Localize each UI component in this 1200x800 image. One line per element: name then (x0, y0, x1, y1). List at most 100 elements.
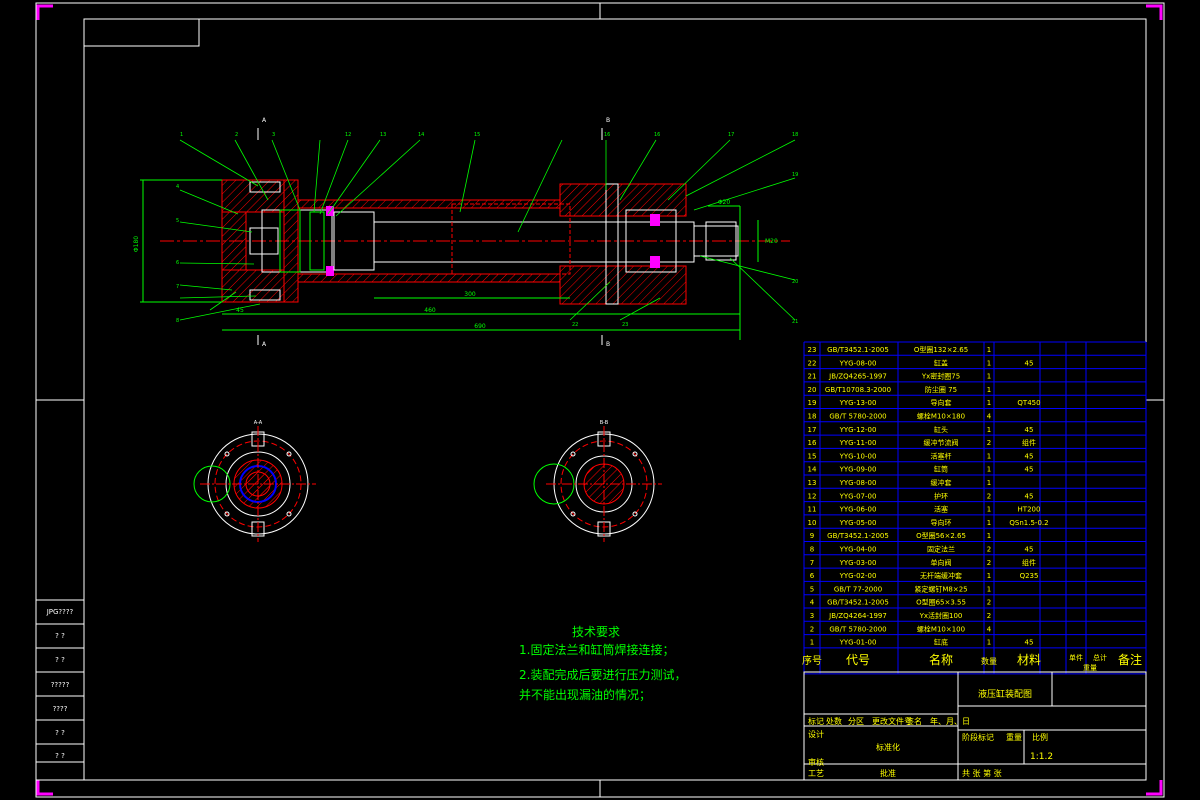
callout: 2 (235, 132, 238, 138)
bom-cell-code: YYG-11-00 (839, 439, 877, 447)
bom-cell-code: JB/ZQ4264-1997 (828, 612, 887, 620)
bom-cell-no: 5 (810, 585, 814, 593)
callout: 18 (792, 132, 798, 138)
bom-cell-name: 防尘圈 75 (925, 385, 957, 394)
callout: 21 (792, 319, 798, 325)
bom-cell-qty: 2 (987, 439, 991, 447)
bom-cell-no: 10 (808, 519, 817, 527)
title-row: 分区 (848, 717, 864, 726)
dim-stroke: 460 (424, 307, 436, 314)
bom-cell-code: YYG-12-00 (839, 426, 877, 434)
title-check: 审核 (808, 757, 824, 767)
title-row: 年、月、日 (930, 716, 970, 726)
bom-cell-no: 12 (808, 492, 817, 500)
tech-req-title: 技术要求 (572, 625, 620, 639)
title-weight: 重量 (1006, 732, 1022, 742)
bom-cell-mat: 组件 (1022, 438, 1036, 447)
cylinder-head (559, 183, 687, 305)
bom-header-seq: 序号 (802, 654, 822, 667)
bom-header-total: 总计 (1093, 653, 1107, 662)
bom-cell-name: 缸底 (934, 638, 948, 647)
bom-cell-qty: 1 (987, 359, 991, 367)
bom-cell-code: GB/T3452.1-2005 (827, 346, 889, 354)
flange-bolt (249, 181, 281, 193)
title-row: 签名 (906, 716, 922, 726)
bom-cell-qty: 1 (987, 466, 991, 474)
bom-cell-qty: 1 (987, 399, 991, 407)
bom-cell-no: 19 (808, 399, 817, 407)
callout: 1 (180, 132, 183, 138)
bom-header-unit: 单件 (1069, 653, 1083, 662)
bom-cell-name: 活塞 (934, 505, 948, 514)
bom-cell-no: 15 (808, 452, 817, 460)
bom-cell-no: 9 (810, 532, 814, 540)
piston (249, 206, 334, 276)
corner-marks (36, 4, 1163, 796)
title-block: 液压缸装配图 1:1.2 标记 处数 分区 更改文件号 签名 年、月、日 设计 … (803, 671, 1147, 781)
bom-cell-code: YYG-13-00 (839, 399, 877, 407)
dim-labels: Φ180 45 460 690 300 Φ20 M20 (133, 199, 778, 330)
bom-cell-qty: 2 (987, 546, 991, 554)
bom-cell-code: GB/T3452.1-2005 (827, 532, 889, 540)
bom-cell-name: 活塞杆 (931, 451, 952, 460)
bom-cell-qty: 1 (987, 506, 991, 514)
bom-cell-qty: 1 (987, 373, 991, 381)
assembly-section-view: Φ180 45 460 690 300 Φ20 M20 A A B B (133, 117, 798, 348)
bom-cell-qty: 1 (987, 426, 991, 434)
bom-cell-mat: 45 (1025, 546, 1034, 554)
callout: 19 (792, 172, 798, 178)
title-row: 标记 (808, 716, 824, 726)
bom-cell-name: Yx密封圈75 (921, 372, 960, 381)
callout: 7 (176, 284, 179, 290)
bom-cell-code: YYG-06-00 (839, 506, 877, 514)
bom-cell-code: GB/T 5780-2000 (829, 413, 886, 421)
callout: 15 (474, 132, 480, 138)
bom-cell-name: 缸盖 (934, 358, 948, 367)
flange-bolt (249, 289, 281, 301)
bom-cell-mat: 45 (1025, 639, 1034, 647)
bom-cell-name: 固定法兰 (927, 545, 955, 554)
bom-cell-qty: 4 (987, 625, 992, 633)
bom-cell-name: 导向套 (931, 398, 952, 407)
callout: 20 (792, 279, 798, 285)
bom-cell-code: GB/T 5780-2000 (829, 625, 886, 633)
bom-cell-name: 缸头 (934, 425, 948, 434)
bom-cell-no: 13 (808, 479, 817, 487)
callout: 14 (418, 132, 424, 138)
bom-cell-name: 螺栓M10×100 (917, 624, 965, 633)
bom-cell-qty: 2 (987, 492, 991, 500)
bom-cell-name: 单向阀 (931, 558, 952, 567)
side-stamp-text: JPG???? (46, 608, 74, 616)
bom-cell-name: O型圈65×3.55 (916, 598, 966, 607)
drawing-scale: 1:1.2 (1030, 752, 1053, 762)
title-row: 处数 (826, 716, 842, 726)
callout: 4 (176, 184, 179, 190)
dim-total: 690 (474, 323, 486, 330)
bom-cell-no: 21 (808, 373, 817, 381)
bom-cell-qty: 2 (987, 612, 991, 620)
callout: 17 (728, 132, 734, 138)
section-view-label: B-B (600, 420, 609, 426)
bom-cell-code: GB/T3452.1-2005 (827, 599, 889, 607)
bom-cell-mat: HT200 (1018, 506, 1041, 514)
dim-inner: 300 (464, 291, 476, 298)
title-row: 更改文件号 (872, 716, 912, 726)
bom-cell-code: GB/T 77-2000 (834, 585, 882, 593)
bom-cell-code: YYG-08-00 (839, 359, 877, 367)
bom-cell-code: YYG-07-00 (839, 492, 877, 500)
bom-cell-no: 22 (808, 359, 817, 367)
bom-header-qty: 数量 (981, 656, 997, 666)
title-stage: 阶段标记 (962, 732, 994, 742)
title-design: 设计 (808, 729, 824, 739)
bom-cell-code: YYG-05-00 (839, 519, 877, 527)
dim-flange: 45 (236, 307, 244, 314)
bom-cell-mat: QT450 (1017, 399, 1040, 407)
side-stamp-labels: JPG???? ? ? ? ? ????? ???? ? ? ? ? (46, 608, 74, 760)
bom-cell-qty: 2 (987, 599, 991, 607)
bom-cell-qty: 1 (987, 585, 991, 593)
side-stamp-text: ? ? (55, 632, 65, 640)
section-label: A (262, 117, 267, 124)
bom-cell-no: 20 (808, 386, 817, 394)
dim-rod-dia: Φ20 (718, 199, 731, 206)
